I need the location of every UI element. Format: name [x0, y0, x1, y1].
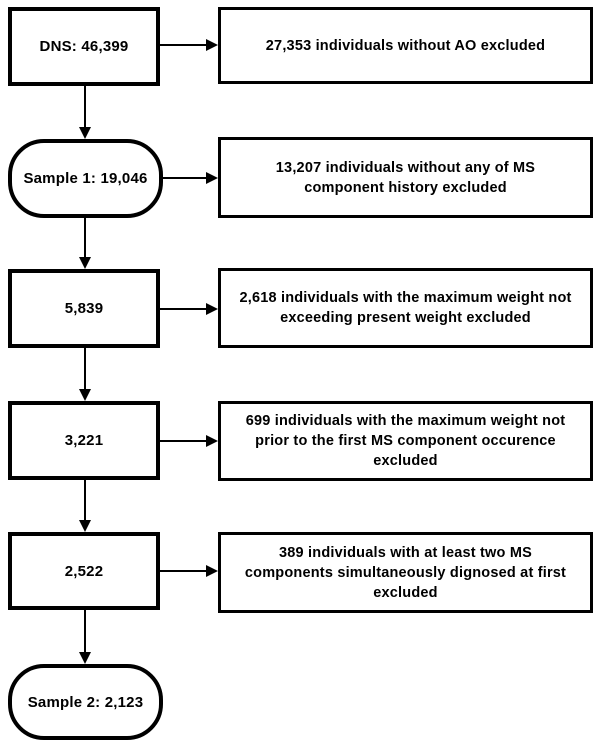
flow-node-sample-1: Sample 1: 19,046	[8, 139, 163, 218]
arrow-right-1-stem	[160, 44, 207, 46]
exclusion-box-2: 13,207 individuals without any of MS com…	[218, 137, 593, 218]
flow-node-2522-label: 2,522	[64, 562, 104, 580]
arrow-right-3-head-icon	[206, 303, 218, 315]
exclusion-box-5: 389 individuals with at least two MS com…	[218, 532, 593, 613]
arrow-down-2-head-icon	[79, 257, 91, 269]
arrow-down-1-head-icon	[79, 127, 91, 139]
arrow-down-5-head-icon	[79, 652, 91, 664]
exclusion-box-4: 699 individuals with the maximum weight …	[218, 401, 593, 481]
exclusion-box-3: 2,618 individuals with the maximum weigh…	[218, 268, 593, 348]
arrow-down-2-stem	[84, 217, 86, 257]
flow-node-dns-label: DNS: 46,399	[39, 38, 129, 55]
arrow-right-5-stem	[160, 570, 207, 572]
arrow-right-1-head-icon	[206, 39, 218, 51]
arrow-right-2-head-icon	[206, 172, 218, 184]
arrow-down-4-stem	[84, 480, 86, 520]
flow-node-sample-2: Sample 2: 2,123	[8, 664, 163, 740]
exclusion-box-1-text: 27,353 individuals without AO excluded	[265, 37, 546, 54]
exclusion-box-4-text: 699 individuals with the maximum weight …	[245, 413, 566, 469]
flow-node-3221-label: 3,221	[64, 432, 104, 449]
arrow-right-4-stem	[160, 440, 207, 442]
exclusion-box-1: 27,353 individuals without AO excluded	[218, 7, 593, 84]
flow-node-2522: 2,522	[8, 532, 160, 610]
exclusion-box-3-text: 2,618 individuals with the maximum weigh…	[239, 290, 572, 326]
arrow-down-3-stem	[84, 348, 86, 389]
arrow-right-2-stem	[160, 177, 207, 179]
arrow-right-3-stem	[160, 308, 207, 310]
flow-node-sample-1-label: Sample 1: 19,046	[23, 170, 148, 187]
exclusion-box-2-text: 13,207 individuals without any of MS com…	[275, 159, 536, 196]
flow-node-5839-label: 5,839	[64, 300, 104, 317]
arrow-down-4-head-icon	[79, 520, 91, 532]
arrow-right-5-head-icon	[206, 565, 218, 577]
exclusion-box-5-text: 389 individuals with at least two MS com…	[244, 544, 567, 601]
arrow-down-1-stem	[84, 86, 86, 127]
arrow-down-3-head-icon	[79, 389, 91, 401]
flow-node-5839: 5,839	[8, 269, 160, 348]
arrow-right-4-head-icon	[206, 435, 218, 447]
flow-node-dns: DNS: 46,399	[8, 7, 160, 86]
flow-node-sample-2-label: Sample 2: 2,123	[27, 693, 144, 711]
arrow-down-5-stem	[84, 610, 86, 652]
flow-node-3221: 3,221	[8, 401, 160, 480]
